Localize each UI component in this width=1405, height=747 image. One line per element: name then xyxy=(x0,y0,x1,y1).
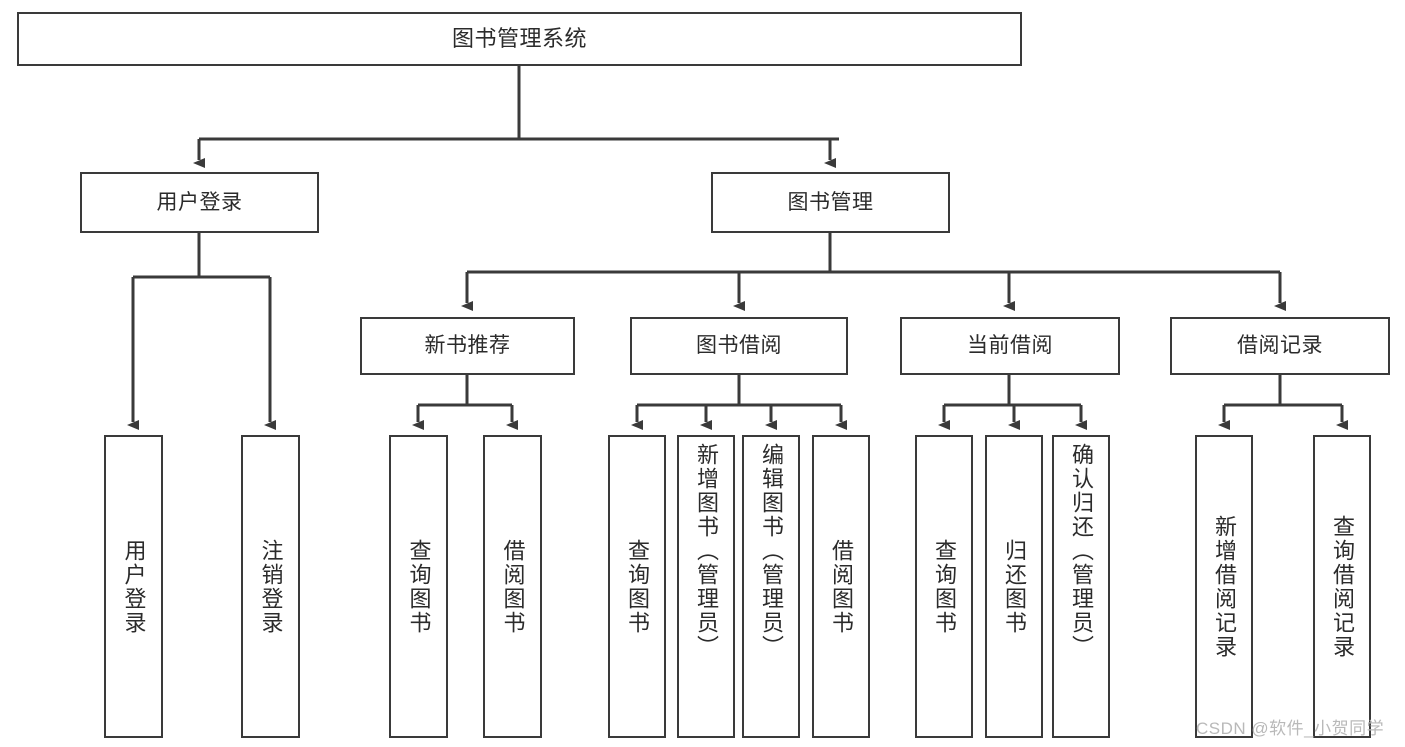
node-book-management[interactable]: 图书管理 xyxy=(711,172,950,233)
leaf-logout[interactable]: 注销登录 xyxy=(241,435,300,738)
leaf-borrow-lend-book[interactable]: 借阅图书 xyxy=(812,435,870,738)
node-borrow-record[interactable]: 借阅记录 xyxy=(1170,317,1390,375)
leaf-current-confirm-return-admin[interactable]: 确认归还（管理员） xyxy=(1052,435,1110,738)
node-label: 当前借阅 xyxy=(967,334,1053,358)
leaf-current-query-book[interactable]: 查询图书 xyxy=(915,435,973,738)
leaf-recommend-borrow-book[interactable]: 借阅图书 xyxy=(483,435,542,738)
node-label: 借阅图书 xyxy=(500,538,526,635)
node-label: 用户登录 xyxy=(121,538,147,635)
node-label: 确认归还（管理员） xyxy=(1069,443,1094,659)
node-label: 查询图书 xyxy=(932,538,957,635)
node-label: 新增图书（管理员） xyxy=(694,443,719,659)
node-book-borrow[interactable]: 图书借阅 xyxy=(630,317,848,375)
node-label: 图书管理系统 xyxy=(451,25,587,51)
node-label: 编辑图书（管理员） xyxy=(759,443,784,659)
leaf-record-add-record[interactable]: 新增借阅记录 xyxy=(1195,435,1253,738)
node-label: 归还图书 xyxy=(1002,538,1027,635)
node-label: 新增借阅记录 xyxy=(1212,514,1237,659)
node-label: 图书借阅 xyxy=(696,334,782,358)
leaf-recommend-query-book[interactable]: 查询图书 xyxy=(389,435,448,738)
node-label: 查询图书 xyxy=(625,538,650,635)
node-root-book-management-system[interactable]: 图书管理系统 xyxy=(17,12,1022,66)
node-label: 查询借阅记录 xyxy=(1330,514,1355,659)
leaf-borrow-query-book[interactable]: 查询图书 xyxy=(608,435,666,738)
leaf-borrow-edit-book-admin[interactable]: 编辑图书（管理员） xyxy=(742,435,800,738)
node-label: 图书管理 xyxy=(787,190,874,214)
node-label: 注销登录 xyxy=(258,538,284,635)
node-new-book-recommend[interactable]: 新书推荐 xyxy=(360,317,575,375)
leaf-current-return-book[interactable]: 归还图书 xyxy=(985,435,1043,738)
node-label: 借阅图书 xyxy=(829,538,854,635)
node-label: 新书推荐 xyxy=(424,334,511,358)
leaf-borrow-add-book-admin[interactable]: 新增图书（管理员） xyxy=(677,435,735,738)
node-user-login[interactable]: 用户登录 xyxy=(80,172,319,233)
node-label: 借阅记录 xyxy=(1237,334,1323,358)
node-label: 查询图书 xyxy=(406,538,432,635)
watermark-csdn: CSDN @软件_小贺同学 xyxy=(1196,719,1385,738)
leaf-user-login[interactable]: 用户登录 xyxy=(104,435,163,738)
node-current-borrow[interactable]: 当前借阅 xyxy=(900,317,1120,375)
node-label: 用户登录 xyxy=(156,190,243,214)
leaf-record-query-record[interactable]: 查询借阅记录 xyxy=(1313,435,1371,738)
